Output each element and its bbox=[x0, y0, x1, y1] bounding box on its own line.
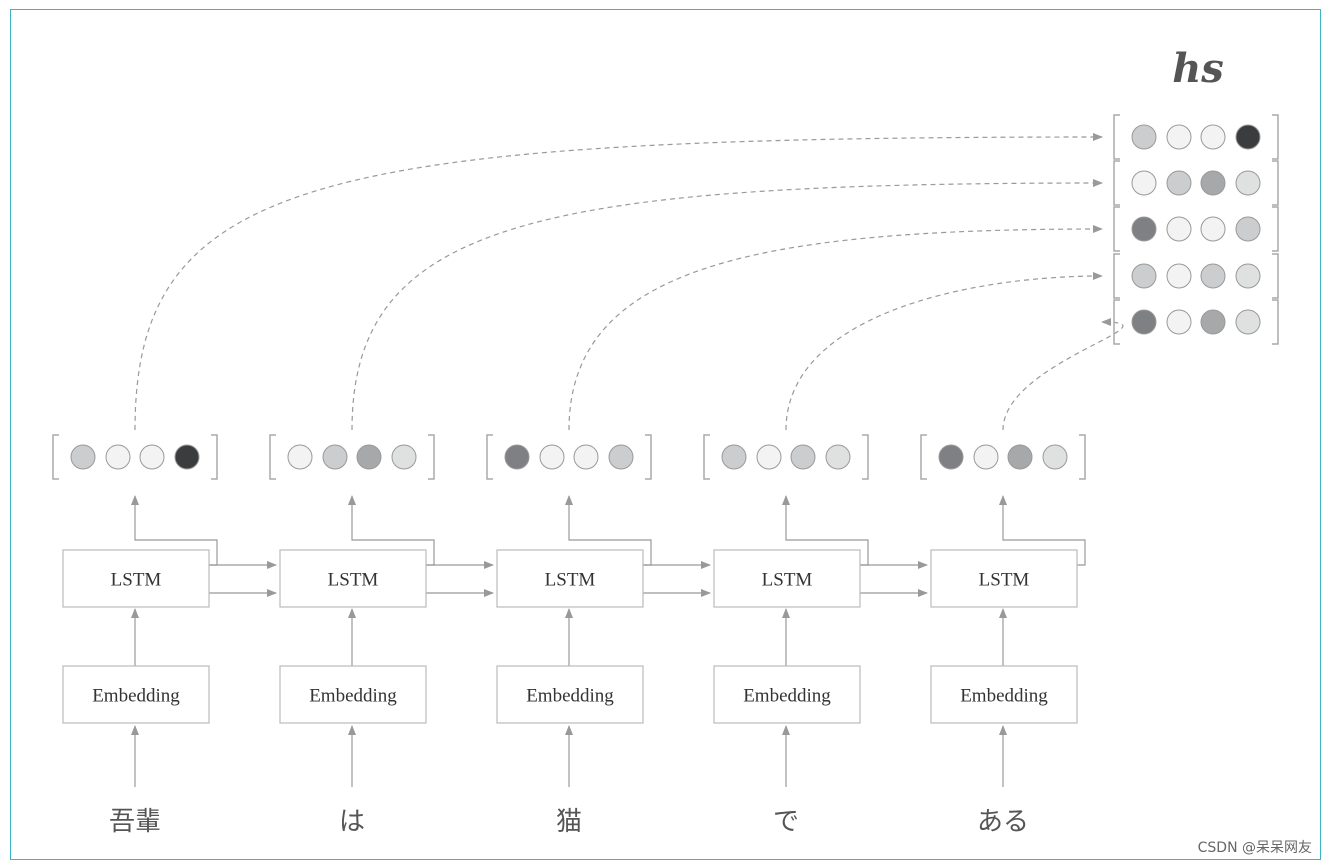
lstm-box bbox=[713, 549, 861, 608]
nodes: 吾輩 Embedding LSTM は Embedding LSTM 猫 Embedding L… bbox=[52, 114, 1279, 837]
hidden-vector-cell bbox=[539, 444, 565, 470]
hidden-vector-right-bracket bbox=[1079, 434, 1086, 480]
diagram-frame bbox=[10, 9, 1321, 860]
hidden-vector-cell bbox=[1042, 444, 1068, 470]
hidden-vector-cell bbox=[1007, 444, 1033, 470]
hs-row-cell bbox=[1166, 124, 1192, 150]
hidden-vector-cell bbox=[356, 444, 382, 470]
hidden-vector-cell bbox=[391, 444, 417, 470]
embedding-box-label: Embedding bbox=[526, 686, 614, 707]
lstm-box-label: LSTM bbox=[762, 570, 813, 591]
hs-row-right-bracket bbox=[1272, 114, 1279, 160]
hidden-vector-right-bracket bbox=[645, 434, 652, 480]
input-word: 猫 bbox=[556, 807, 582, 837]
hidden-vector-cell bbox=[105, 444, 131, 470]
hs-connection-arrow bbox=[134, 133, 1103, 431]
hs-row-left-bracket bbox=[1113, 206, 1120, 252]
hs-row-cell bbox=[1166, 263, 1192, 289]
hidden-vector-cell bbox=[287, 444, 313, 470]
hs-row-right-bracket bbox=[1272, 206, 1279, 252]
hs-row-cell bbox=[1166, 216, 1192, 242]
lstm-box bbox=[279, 549, 427, 608]
hidden-vector-cell bbox=[573, 444, 599, 470]
hs-row-cell bbox=[1131, 263, 1157, 289]
lstm-box bbox=[930, 549, 1078, 608]
hidden-vector-left-bracket bbox=[703, 434, 710, 480]
lstm-box bbox=[62, 549, 210, 608]
hidden-vector-cell bbox=[973, 444, 999, 470]
watermark: CSDN @呆呆网友 bbox=[1198, 840, 1312, 856]
hs-connection-arrow bbox=[1002, 318, 1124, 431]
hs-connection-arrow bbox=[785, 272, 1103, 431]
hs-row-cell bbox=[1131, 216, 1157, 242]
hs-row-left-bracket bbox=[1113, 299, 1120, 345]
hs-row-cell bbox=[1200, 170, 1226, 196]
hidden-vector-right-bracket bbox=[428, 434, 435, 480]
hs-row-cell bbox=[1235, 170, 1261, 196]
embedding-box bbox=[713, 665, 861, 724]
hs-row-left-bracket bbox=[1113, 160, 1120, 206]
embedding-box-label: Embedding bbox=[743, 686, 831, 707]
hs-row-cell bbox=[1166, 309, 1192, 335]
input-word: ある bbox=[977, 807, 1029, 837]
hs-row-cell bbox=[1235, 216, 1261, 242]
input-word: 吾輩 bbox=[109, 807, 161, 837]
hs-row-cell bbox=[1200, 309, 1226, 335]
embedding-box bbox=[930, 665, 1078, 724]
hs-row-cell bbox=[1200, 263, 1226, 289]
hs-row-cell bbox=[1166, 170, 1192, 196]
hidden-vector-cell bbox=[608, 444, 634, 470]
connections bbox=[131, 133, 1124, 787]
lstm-box-label: LSTM bbox=[111, 570, 162, 591]
hidden-vector-cell bbox=[790, 444, 816, 470]
hs-row-right-bracket bbox=[1272, 299, 1279, 345]
lstm-output-arrow bbox=[999, 495, 1086, 566]
embedding-box bbox=[62, 665, 210, 724]
hidden-vector-left-bracket bbox=[486, 434, 493, 480]
lstm-box-label: LSTM bbox=[328, 570, 379, 591]
hs-row-cell bbox=[1131, 170, 1157, 196]
hidden-vector-cell bbox=[756, 444, 782, 470]
hs-row-cell bbox=[1131, 309, 1157, 335]
hs-row-cell bbox=[1235, 124, 1261, 150]
hs-row-cell bbox=[1200, 216, 1226, 242]
hs-connection-arrow bbox=[351, 179, 1103, 431]
hs-row-right-bracket bbox=[1272, 160, 1279, 206]
hidden-vector-cell bbox=[825, 444, 851, 470]
hidden-vector-cell bbox=[504, 444, 530, 470]
hidden-vector-cell bbox=[322, 444, 348, 470]
input-word: は bbox=[339, 807, 365, 837]
hidden-vector-right-bracket bbox=[211, 434, 218, 480]
hidden-vector-right-bracket bbox=[862, 434, 869, 480]
hidden-vector-left-bracket bbox=[920, 434, 927, 480]
hidden-vector-cell bbox=[174, 444, 200, 470]
hs-row-left-bracket bbox=[1113, 253, 1120, 299]
hidden-vector-cell bbox=[721, 444, 747, 470]
embedding-box-label: Embedding bbox=[92, 686, 180, 707]
hidden-vector-left-bracket bbox=[269, 434, 276, 480]
hs-row-right-bracket bbox=[1272, 253, 1279, 299]
lstm-box bbox=[496, 549, 644, 608]
hidden-vector-cell bbox=[70, 444, 96, 470]
hs-row-left-bracket bbox=[1113, 114, 1120, 160]
hs-row-cell bbox=[1235, 263, 1261, 289]
embedding-box bbox=[279, 665, 427, 724]
hidden-vector-cell bbox=[938, 444, 964, 470]
hidden-vector-left-bracket bbox=[52, 434, 59, 480]
lstm-box-label: LSTM bbox=[545, 570, 596, 591]
hs-row-cell bbox=[1200, 124, 1226, 150]
embedding-box-label: Embedding bbox=[309, 686, 397, 707]
hs-label: hs bbox=[1172, 45, 1224, 92]
hs-row-cell bbox=[1131, 124, 1157, 150]
hidden-vector-cell bbox=[139, 444, 165, 470]
input-word: で bbox=[773, 807, 799, 837]
hs-connection-arrow bbox=[568, 225, 1103, 431]
hs-row-cell bbox=[1235, 309, 1261, 335]
embedding-box-label: Embedding bbox=[960, 686, 1048, 707]
lstm-box-label: LSTM bbox=[979, 570, 1030, 591]
embedding-box bbox=[496, 665, 644, 724]
